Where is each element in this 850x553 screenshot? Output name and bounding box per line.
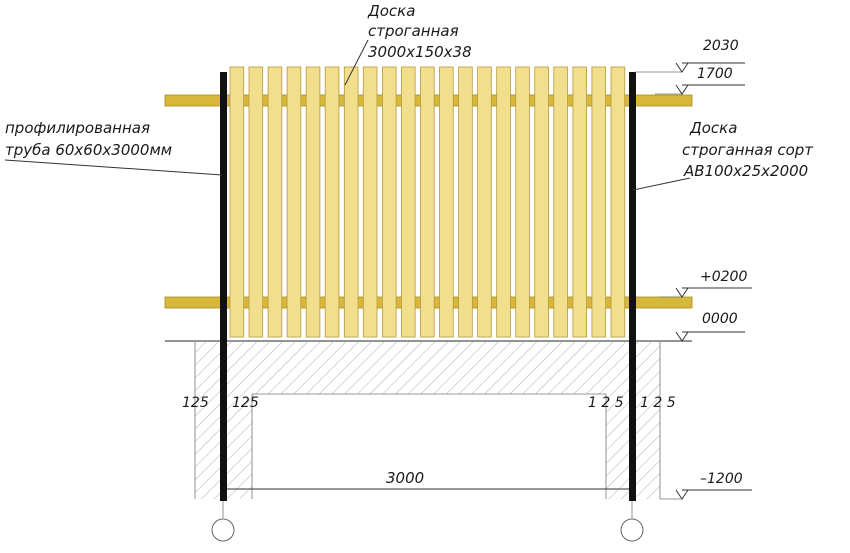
picket [267,66,283,338]
picket [400,66,416,338]
left-post-axis-marker [211,518,235,542]
picket [591,66,607,338]
svg-text:–1200: –1200 [700,471,743,487]
picket-label-line1: Доска [367,2,415,20]
svg-text:0000: 0000 [702,311,738,327]
svg-text:1700: 1700 [697,66,733,82]
offset-left-outer: 125 [182,395,209,411]
picket [477,66,492,338]
picket [324,66,340,338]
pickets-group [229,66,626,338]
left-post [220,72,227,501]
picket [439,66,454,338]
offset-left-inner: 125 [232,395,259,411]
rail-label-line3: АВ100х25х2000 [683,162,808,180]
picket [553,66,568,338]
rail-label-line1: Доска [689,119,737,137]
offset-right-outer: 1 2 5 [640,395,676,411]
offset-right-inner: 1 2 5 [588,395,624,411]
right-post-axis-marker [620,518,644,542]
picket [381,66,397,338]
picket [286,66,302,338]
picket [534,66,549,338]
rail-label-line2: строганная сорт [682,141,814,159]
picket [420,66,435,338]
width-label: 3000 [386,469,424,487]
right-post [629,72,636,501]
picket-label-line3: 3000х150х38 [368,43,472,61]
picket [458,66,473,338]
picket [305,66,321,338]
picket [229,66,245,338]
picket [610,66,626,338]
picket [343,66,359,338]
elevation-lower-rail: +0200 [660,269,752,298]
elevation-foundation: –1200 [660,471,752,500]
elevation-upper-rail: 1700 [655,66,745,95]
picket-label-line2: строганная [368,22,459,40]
svg-text:2030: 2030 [703,38,739,54]
svg-text:+0200: +0200 [700,269,747,285]
soil-hatching [194,342,661,499]
picket [572,66,588,338]
pipe-label-line1: профилированная [5,119,150,137]
picket [515,66,530,338]
picket [248,66,264,338]
elevation-ground: 0000 [675,311,745,342]
pipe-label-line2: труба 60х60х3000мм [5,141,172,159]
picket [362,66,378,338]
picket [496,66,511,338]
elevation-top: 2030 [635,38,745,73]
